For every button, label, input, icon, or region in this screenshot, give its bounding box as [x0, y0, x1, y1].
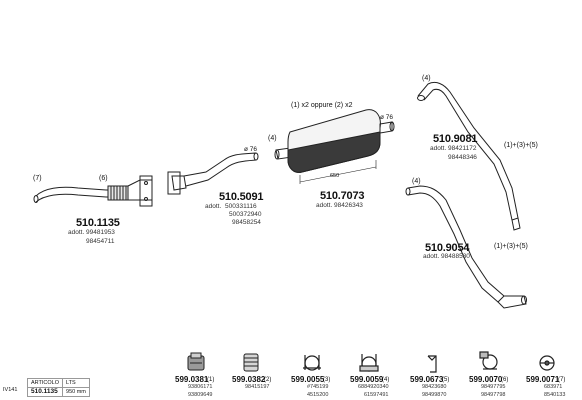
part-ref: 99481953 [86, 229, 115, 236]
accessory-count: (1) [207, 377, 215, 383]
article-length-table: ARTICOLO LTS 510.1135 950 mm [26, 378, 90, 397]
tail-pipe-upper-drawing [417, 81, 521, 231]
accessory-ref: 683971 [544, 384, 563, 390]
accessory-number: 599.0055 [291, 375, 325, 384]
part-adott-label: adott. [423, 253, 440, 260]
table-row: 510.1135 950 mm [26, 387, 90, 397]
u-bolt-clamp-icon [359, 354, 379, 372]
part-number-510-7073: 510.7073 [320, 190, 365, 202]
part-adott-label: adott. [316, 202, 333, 209]
accessory-ref: 98499870 [422, 392, 447, 398]
table-header-row: ARTICOLO LTS [26, 378, 90, 388]
intermediate-pipe-diameter: ø 76 [244, 146, 258, 153]
part-number-510-9054: 510.9054 [425, 242, 470, 254]
part-ref: 500372940 [229, 211, 262, 218]
gasket-ring-icon [243, 353, 259, 372]
tail-pipe-lower-drawing [405, 185, 527, 309]
diagram-code: IV141 [3, 387, 18, 393]
muffler-drawing [274, 109, 395, 184]
part-ref: 98454711 [86, 238, 115, 245]
part-ref: 98488530 [441, 253, 470, 260]
part-ref: 98448346 [448, 154, 477, 161]
front-pipe-callout-7: (7) [33, 175, 42, 182]
muffler-length-dimension: 650 [330, 173, 340, 179]
table-header-cell: ARTICOLO [26, 378, 64, 388]
part-number-510-9081: 510.9081 [433, 133, 478, 145]
table-cell-length: 950 mm [62, 387, 90, 397]
accessory-ref: 98423680 [422, 384, 447, 390]
table-cell-article: 510.1135 [26, 387, 64, 397]
accessory-number: 599.0673 [410, 375, 444, 384]
front-pipe-drawing [33, 175, 153, 207]
accessory-ref: #745199 [307, 384, 329, 390]
accessory-ref: 98415197 [245, 384, 270, 390]
accessory-ref: 93809649 [188, 392, 213, 398]
tail-pipe-lower-callout-kit: (1)+(3)+(5) [494, 243, 528, 250]
part-adott-label: adott. [430, 145, 447, 152]
table-header-cell: LTS [62, 378, 90, 388]
ring-clamp-icon [539, 355, 555, 371]
intermediate-pipe-drawing [167, 152, 259, 195]
accessory-ref: 8540133 [544, 392, 566, 398]
part-ref: 500331116 [225, 203, 257, 210]
part-number-510-1135: 510.1135 [76, 217, 120, 229]
accessory-number: 599.0070 [469, 375, 503, 384]
accessory-ref: 98497795 [481, 384, 506, 390]
accessory-count: (4) [382, 377, 390, 383]
accessory-count: (6) [501, 377, 509, 383]
accessory-ref: 61597491 [364, 392, 389, 398]
bracket-icon [427, 355, 437, 373]
muffler-diameter: ø 76 [380, 114, 394, 121]
accessory-ref: 93806171 [188, 384, 213, 390]
accessory-ref: 4515200 [307, 392, 329, 398]
accessory-ref: 6884920340 [358, 384, 389, 390]
part-ref: 98426343 [334, 202, 363, 209]
tail-pipe-upper-callout-4: (4) [422, 75, 431, 82]
muffler-callout-4: (4) [268, 135, 277, 142]
accessory-count: (3) [323, 377, 331, 383]
accessory-count: (5) [442, 377, 450, 383]
accessory-number: 599.0071 [526, 375, 560, 384]
part-ref: 98458254 [232, 219, 261, 226]
clamp-icon [187, 352, 205, 371]
part-number-510-5091: 510.5091 [219, 191, 264, 203]
accessory-ref: 98497798 [481, 392, 506, 398]
u-bolt-icon [303, 355, 321, 371]
accessory-count: (7) [558, 377, 566, 383]
part-adott-label: adott. [205, 203, 222, 210]
band-clamp-icon [479, 351, 498, 370]
part-ref: 98421172 [448, 145, 477, 152]
tail-pipe-upper-callout-kit: (1)+(3)+(5) [504, 142, 538, 149]
accessory-number: 599.0382 [232, 375, 266, 384]
front-pipe-callout-6: (6) [99, 175, 108, 182]
accessory-count: (2) [264, 377, 272, 383]
muffler-callout-qty: (1) x2 oppure (2) x2 [291, 102, 353, 109]
tail-pipe-lower-callout-4: (4) [412, 178, 421, 185]
accessory-number: 599.0059 [350, 375, 384, 384]
accessory-number: 599.0381 [175, 375, 209, 384]
part-adott-label: adott. [68, 229, 85, 236]
